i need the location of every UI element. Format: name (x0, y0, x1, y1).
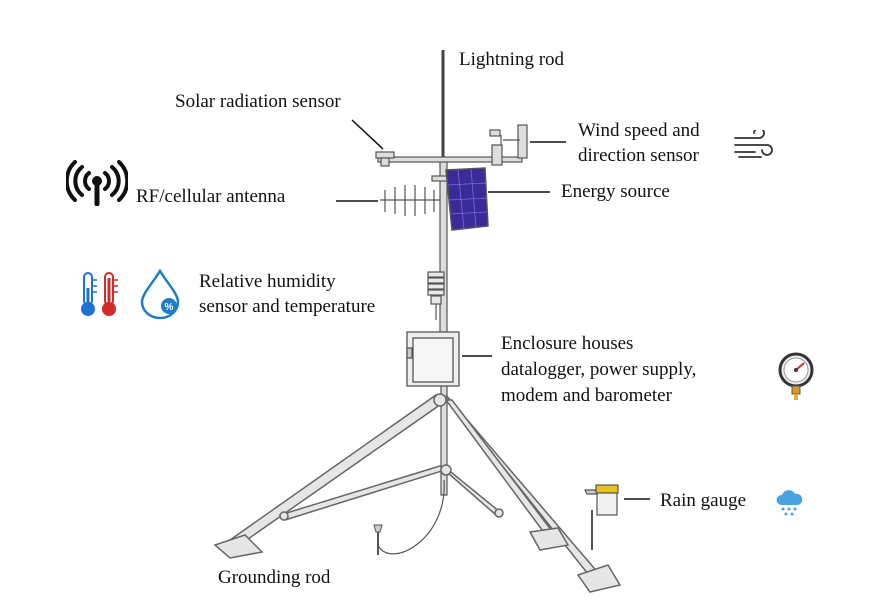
energy-source-label: Energy source (561, 181, 670, 202)
grounding-rod-label: Grounding rod (218, 567, 331, 588)
rain-gauge-label: Rain gauge (660, 490, 747, 511)
humidity-label-line2: sensor and temperature (199, 296, 376, 317)
rain-cloud-icon (776, 490, 803, 516)
wind-icon (734, 130, 773, 158)
solar-radiation-label: Solar radiation sensor (175, 91, 341, 112)
solar-radiation-sensor (375, 151, 395, 167)
wind-label-line1: Wind speed and (578, 120, 700, 141)
thermometer-cold-icon (81, 272, 97, 316)
rain-gauge (584, 484, 619, 550)
humidity-temperature-sensor (427, 271, 445, 320)
lightning-rod-label: Lightning rod (459, 49, 565, 70)
humidity-drop-icon: % (140, 268, 180, 320)
tripod (213, 393, 622, 593)
enclosure-label-line2: datalogger, power supply, (501, 359, 697, 380)
enclosure (406, 331, 460, 387)
svg-text:%: % (165, 302, 174, 313)
rf-antenna-label: RF/cellular antenna (136, 186, 286, 207)
antenna-signal-icon (66, 160, 128, 206)
humidity-label-line1: Relative humidity (199, 271, 336, 292)
solar-radiation-leader (351, 119, 384, 150)
wind-label-line2: direction sensor (578, 145, 699, 166)
wind-sensor (489, 124, 528, 166)
thermometer-hot-icon (102, 272, 118, 316)
rf-antenna (380, 185, 440, 216)
barometer-gauge-icon (778, 352, 814, 400)
grounding (373, 479, 445, 555)
enclosure-label-line3: modem and barometer (501, 385, 672, 406)
enclosure-label-line1: Enclosure houses (501, 333, 634, 354)
solar-panel (445, 167, 489, 231)
leader-lines (336, 119, 650, 500)
